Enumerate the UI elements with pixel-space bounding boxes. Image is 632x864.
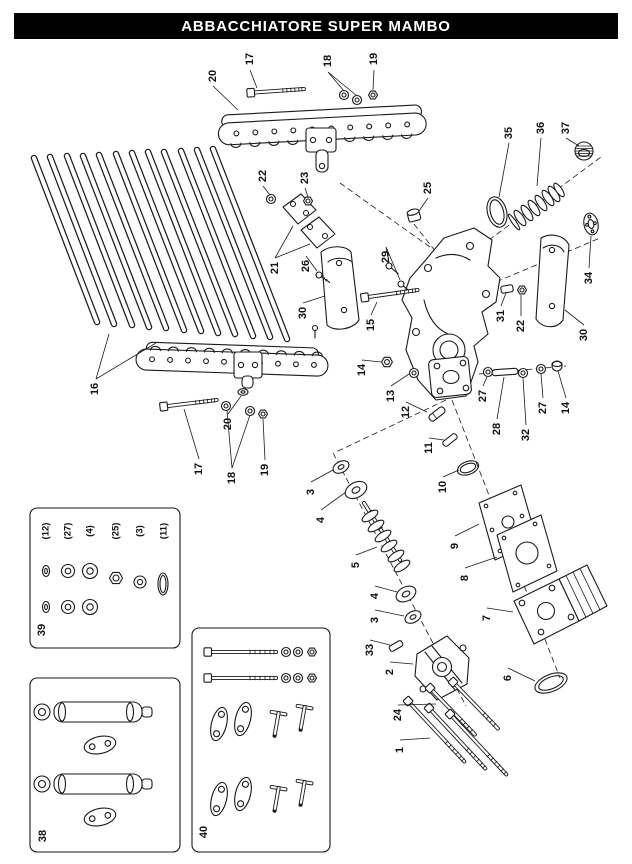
bracket-21 bbox=[265, 193, 336, 249]
top-rake-head bbox=[217, 104, 427, 173]
right-side-parts bbox=[482, 141, 599, 379]
inset-box-39 bbox=[29, 507, 181, 649]
leader-lines bbox=[95, 69, 592, 741]
gear-housing-stack bbox=[456, 460, 608, 694]
lower-rake-head bbox=[135, 341, 329, 396]
page-title: ABBACCHIATORE SUPER MAMBO bbox=[181, 17, 451, 35]
shaft-assembly bbox=[332, 460, 512, 780]
title-bar: ABBACCHIATORE SUPER MAMBO bbox=[14, 13, 618, 39]
roller-assembly-bottom bbox=[33, 773, 153, 827]
inset-box-40 bbox=[191, 627, 331, 853]
part-16-tine-rods bbox=[30, 145, 291, 343]
top-fasteners bbox=[244, 82, 379, 106]
gearbox-body bbox=[401, 227, 501, 401]
inset-box-38 bbox=[29, 677, 181, 853]
lower-fasteners bbox=[157, 393, 269, 419]
left-cover-30 bbox=[311, 208, 458, 447]
roller-assembly-top bbox=[33, 701, 153, 755]
